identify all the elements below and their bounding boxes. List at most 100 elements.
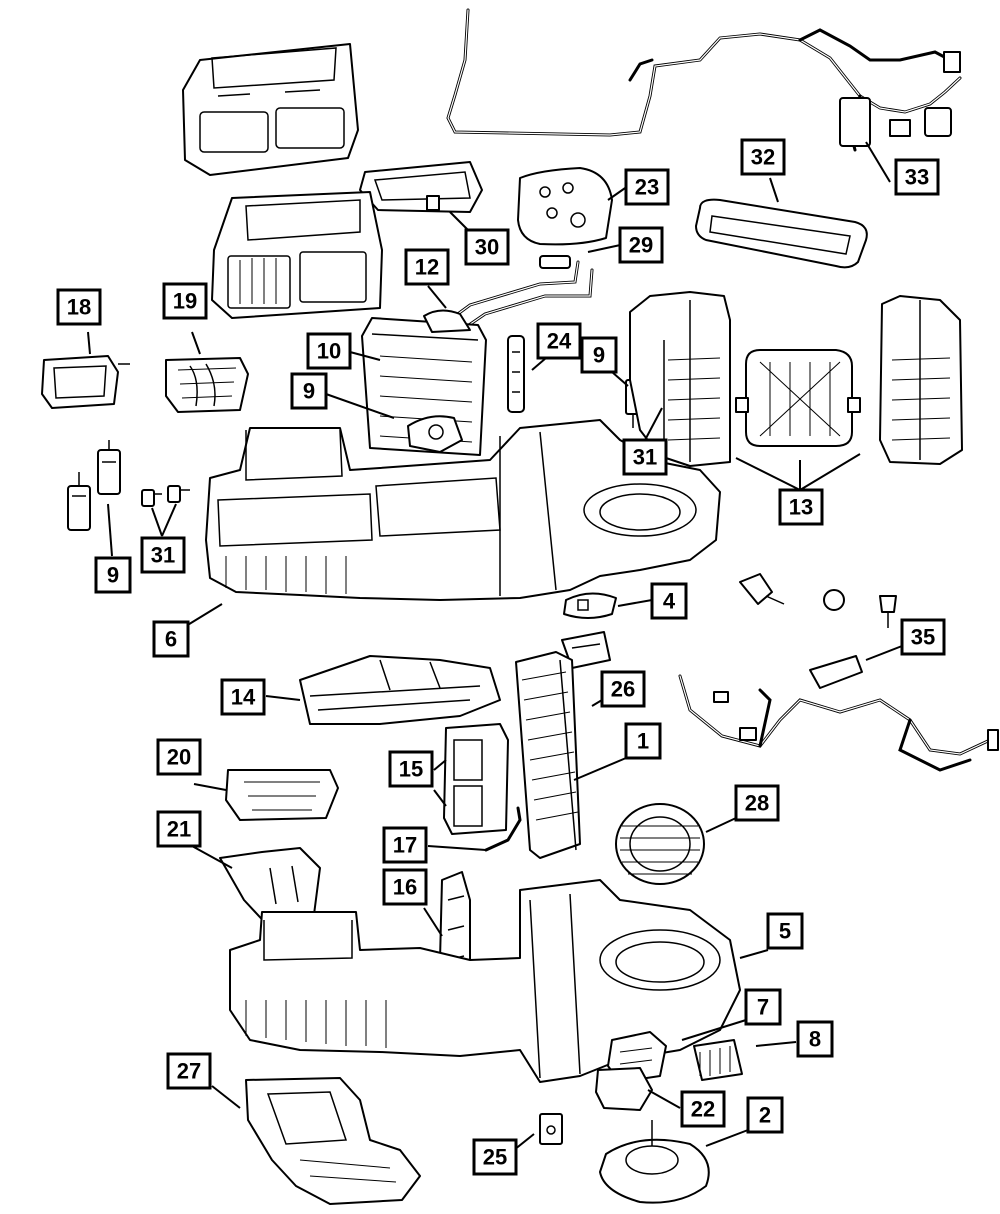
- callout-9-left: 9: [94, 556, 132, 594]
- vent-housing-20: [225, 769, 339, 821]
- callout-30: 30: [464, 228, 510, 266]
- callout-7: 7: [744, 988, 782, 1026]
- mode-actuator-part: [407, 415, 463, 453]
- callout-23: 23: [624, 168, 670, 206]
- svg-text:9: 9: [303, 379, 315, 404]
- bracket-part: [507, 335, 525, 413]
- svg-text:9: 9: [593, 343, 605, 368]
- svg-text:22: 22: [691, 1097, 715, 1122]
- svg-text:6: 6: [165, 627, 177, 652]
- resistor-8: [693, 1039, 743, 1081]
- svg-text:14: 14: [231, 685, 256, 710]
- callout-21: 21: [156, 810, 202, 848]
- foam-seal-part: [809, 655, 863, 689]
- svg-text:2: 2: [759, 1103, 771, 1128]
- callout-26: 26: [600, 670, 646, 708]
- callout-13: 13: [778, 488, 824, 526]
- svg-text:8: 8: [809, 1027, 821, 1052]
- callout-25: 25: [472, 1138, 518, 1176]
- callout-2: 2: [746, 1096, 784, 1134]
- svg-text:15: 15: [399, 757, 423, 782]
- callout-31-left: 31: [140, 536, 186, 574]
- svg-text:28: 28: [745, 791, 769, 816]
- callout-24: 24: [536, 322, 582, 360]
- svg-text:27: 27: [177, 1059, 201, 1084]
- callout-6: 6: [152, 620, 190, 658]
- svg-text:19: 19: [173, 289, 197, 314]
- svg-text:21: 21: [167, 817, 191, 842]
- callout-19: 19: [162, 282, 208, 320]
- svg-text:33: 33: [905, 165, 929, 190]
- gasket-part-4: [563, 592, 617, 619]
- callout-15: 15: [388, 750, 434, 788]
- callout-31-right: 31: [622, 438, 668, 476]
- callout-33: 33: [894, 158, 940, 196]
- callout-18: 18: [56, 288, 102, 326]
- svg-text:25: 25: [483, 1145, 507, 1170]
- evaporator-core-part: [515, 651, 581, 859]
- fresh-air-housing: [879, 295, 963, 465]
- svg-text:23: 23: [635, 175, 659, 200]
- callout-35: 35: [900, 618, 946, 656]
- floor-duct-21: [219, 847, 321, 931]
- callout-20: 20: [156, 738, 202, 776]
- vent-housing-18: [41, 355, 130, 409]
- center-distribution-duct: [211, 191, 383, 319]
- fasteners: [739, 573, 897, 628]
- left-actuators: [67, 440, 121, 531]
- rear-duct-27: [245, 1077, 421, 1205]
- svg-text:16: 16: [393, 875, 417, 900]
- svg-text:26: 26: [611, 677, 635, 702]
- svg-text:30: 30: [475, 235, 499, 260]
- callout-27: 27: [166, 1052, 212, 1090]
- callout-8: 8: [796, 1020, 834, 1058]
- callout-9-core: 9: [290, 372, 328, 410]
- svg-text:35: 35: [911, 625, 935, 650]
- callout-10: 10: [306, 332, 352, 370]
- svg-text:12: 12: [415, 255, 439, 280]
- callout-16: 16: [382, 868, 428, 906]
- callout-12: 12: [404, 248, 450, 286]
- callout-9-right: 9: [580, 336, 618, 374]
- svg-text:17: 17: [393, 833, 417, 858]
- svg-text:32: 32: [751, 145, 775, 170]
- filter-seal-part: [695, 198, 868, 269]
- seal-25: [539, 1113, 563, 1145]
- upper-distribution-bezel: [182, 43, 359, 176]
- blower-motor-part: [599, 1120, 710, 1204]
- seal-pad-part: [517, 167, 613, 246]
- upper-hvac-housing: [205, 419, 721, 601]
- blower-resistor-22: [595, 1067, 653, 1111]
- callout-28: 28: [734, 784, 780, 822]
- svg-text:7: 7: [757, 995, 769, 1020]
- lower-hvac-housing: [229, 879, 741, 1083]
- blower-wheel-part: [615, 803, 705, 885]
- defroster-duct-part: [359, 161, 483, 213]
- distribution-duct-14: [299, 655, 501, 725]
- svg-text:31: 31: [633, 445, 657, 470]
- svg-text:20: 20: [167, 745, 191, 770]
- svg-text:29: 29: [629, 233, 653, 258]
- svg-text:9: 9: [107, 563, 119, 588]
- callout-5: 5: [766, 912, 804, 950]
- lower-wiring-harness: [678, 674, 999, 772]
- svg-text:10: 10: [317, 339, 341, 364]
- leader-lines: [87, 141, 903, 1151]
- small-connectors-left: [141, 485, 190, 507]
- callout-29: 29: [618, 226, 664, 264]
- svg-text:18: 18: [67, 295, 91, 320]
- svg-text:4: 4: [663, 589, 676, 614]
- vent-housing-19: [165, 357, 249, 413]
- callout-17: 17: [382, 826, 428, 864]
- svg-text:13: 13: [789, 495, 813, 520]
- door-assembly-15: [443, 723, 509, 835]
- callout-22: 22: [680, 1090, 726, 1128]
- drain-tube-17: [484, 806, 522, 852]
- svg-text:31: 31: [151, 543, 175, 568]
- svg-text:24: 24: [547, 329, 572, 354]
- callout-1: 1: [624, 722, 662, 760]
- callout-32: 32: [740, 138, 786, 176]
- air-inlet-filter: [735, 349, 861, 447]
- callout-4: 4: [650, 582, 688, 620]
